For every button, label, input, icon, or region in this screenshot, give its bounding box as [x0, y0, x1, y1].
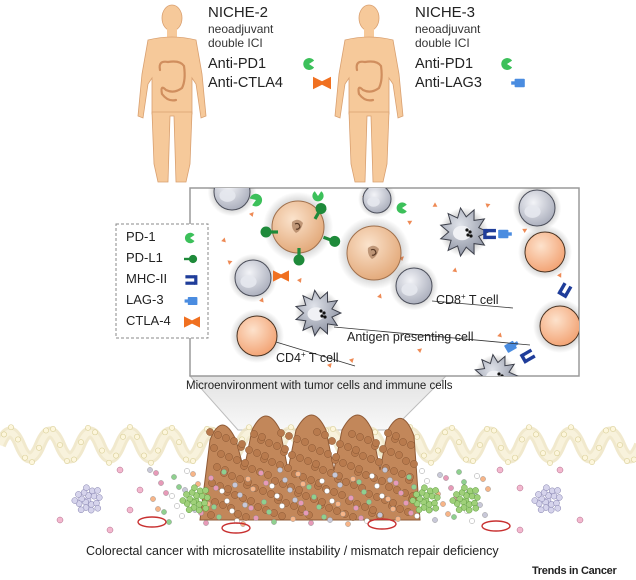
pdl1-icon [260, 226, 278, 238]
cd4-rest: T cell [305, 351, 339, 366]
pdl1-icon [184, 254, 198, 264]
human-figure-niche-3 [334, 4, 404, 183]
pdl1-icon [293, 248, 305, 266]
niche-2-drug-2: Anti-CTLA4 [208, 75, 283, 91]
blood-vessel [481, 520, 511, 532]
journal-brand: Trends in Cancer [532, 565, 617, 577]
niche-2-title: NICHE-2 [208, 4, 269, 21]
colon-outline [158, 60, 186, 102]
cd8-leader-line [431, 300, 514, 309]
ctla4-icon [273, 270, 289, 282]
niche-3-title: NICHE-3 [415, 4, 476, 21]
mhc2-icon [519, 348, 536, 364]
niche-3-drug-1: Anti-PD1 [415, 56, 474, 72]
mhc2-icon [483, 228, 496, 240]
legend-box [115, 223, 209, 339]
blood-vessel [221, 522, 251, 534]
immune-cell [516, 484, 524, 492]
legend-mhc2-label: MHC-II [126, 271, 168, 286]
niche-3-line-2: double ICI [415, 36, 470, 50]
antigen-fragment [227, 260, 233, 265]
colon-outline [355, 60, 383, 102]
cd8-rest: T cell [465, 293, 499, 308]
lymphoid-follicle [409, 484, 441, 514]
cd4-text: CD4 [276, 351, 302, 366]
blood-vessel [367, 518, 397, 530]
immune-cell [136, 486, 144, 494]
pd1-icon [303, 58, 315, 70]
drug-icons [303, 58, 525, 90]
immune-cell [116, 466, 124, 474]
antigen-fragment [432, 202, 438, 207]
lag3-icon [511, 78, 525, 88]
pd1-icon [184, 232, 195, 244]
antigen-fragment [417, 348, 422, 353]
mhc2-icon [557, 282, 573, 299]
apc-leader-line [333, 326, 531, 346]
antigen-fragment [297, 277, 302, 283]
immune-cell [556, 466, 564, 474]
antigen-fragment [377, 293, 382, 299]
pd1-icon [312, 191, 324, 202]
apc-label: Antigen presenting cell [347, 330, 474, 344]
lymphoid-follicle [71, 484, 103, 514]
antigen-fragment [522, 228, 528, 233]
antigen-fragment [485, 203, 491, 208]
immune-cell [516, 526, 524, 534]
lag3-icon [184, 297, 198, 305]
cd4-t-cell [539, 305, 579, 347]
lag3-icon [498, 229, 512, 239]
niche-3-drug-2: Anti-LAG3 [415, 75, 482, 91]
niche-2-line-1: neoadjuvant [208, 22, 274, 36]
blood-vessel [137, 516, 167, 528]
niche-3-line-1: neoadjuvant [415, 22, 481, 36]
antigen-fragment [349, 358, 354, 363]
antigen-fragment [407, 220, 413, 225]
microenvironment-caption: Microenvironment with tumor cells and im… [186, 380, 453, 392]
lymphoid-follicle [449, 484, 481, 514]
mhc2-icon [185, 275, 198, 285]
antigen-fragment [221, 237, 226, 243]
pd1-icon [249, 193, 263, 207]
immune-cell [496, 466, 504, 474]
legend-pd1-label: PD-1 [126, 229, 156, 244]
pd1-icon [396, 202, 407, 214]
immune-cell [126, 506, 134, 514]
ctla4-icon [313, 76, 331, 90]
pdl1-icon [322, 235, 341, 247]
legend-pdl1-label: PD-L1 [126, 250, 163, 265]
cd4-t-cell-label: CD4+ T cell [276, 350, 339, 365]
cd8-t-cell-label: CD8+ T cell [436, 292, 499, 307]
immune-cell [56, 516, 64, 524]
cd4-sup: + [301, 350, 306, 359]
lymphoid-follicle [531, 484, 563, 514]
antigen-fragment [452, 267, 458, 273]
legend-ctla4-label: CTLA-4 [126, 313, 171, 328]
antigen-fragment [249, 212, 254, 217]
cd4-t-cell-main [236, 315, 278, 357]
ctla4-icon [184, 316, 200, 328]
lymphoid-follicle [179, 484, 211, 514]
human-figure-niche-2 [137, 4, 207, 183]
bottom-caption: Colorectal cancer with microsatellite in… [86, 544, 499, 558]
immune-cell [106, 526, 114, 534]
antigen-presenting-cell [474, 353, 519, 376]
pdl1-icon [313, 203, 327, 220]
niche-2-drug-1: Anti-PD1 [208, 56, 267, 72]
antigen-fragment [327, 363, 332, 368]
cd8-text: CD8 [436, 293, 462, 308]
legend-lag3-label: LAG-3 [126, 292, 164, 307]
niche-2-line-2: double ICI [208, 36, 263, 50]
antigen-fragment [497, 332, 502, 338]
cd8-sup: + [461, 292, 466, 301]
cd4-leader-line [275, 341, 356, 367]
cd4-t-cell [524, 231, 566, 273]
immune-cell [576, 516, 584, 524]
pd1-icon [501, 58, 513, 70]
